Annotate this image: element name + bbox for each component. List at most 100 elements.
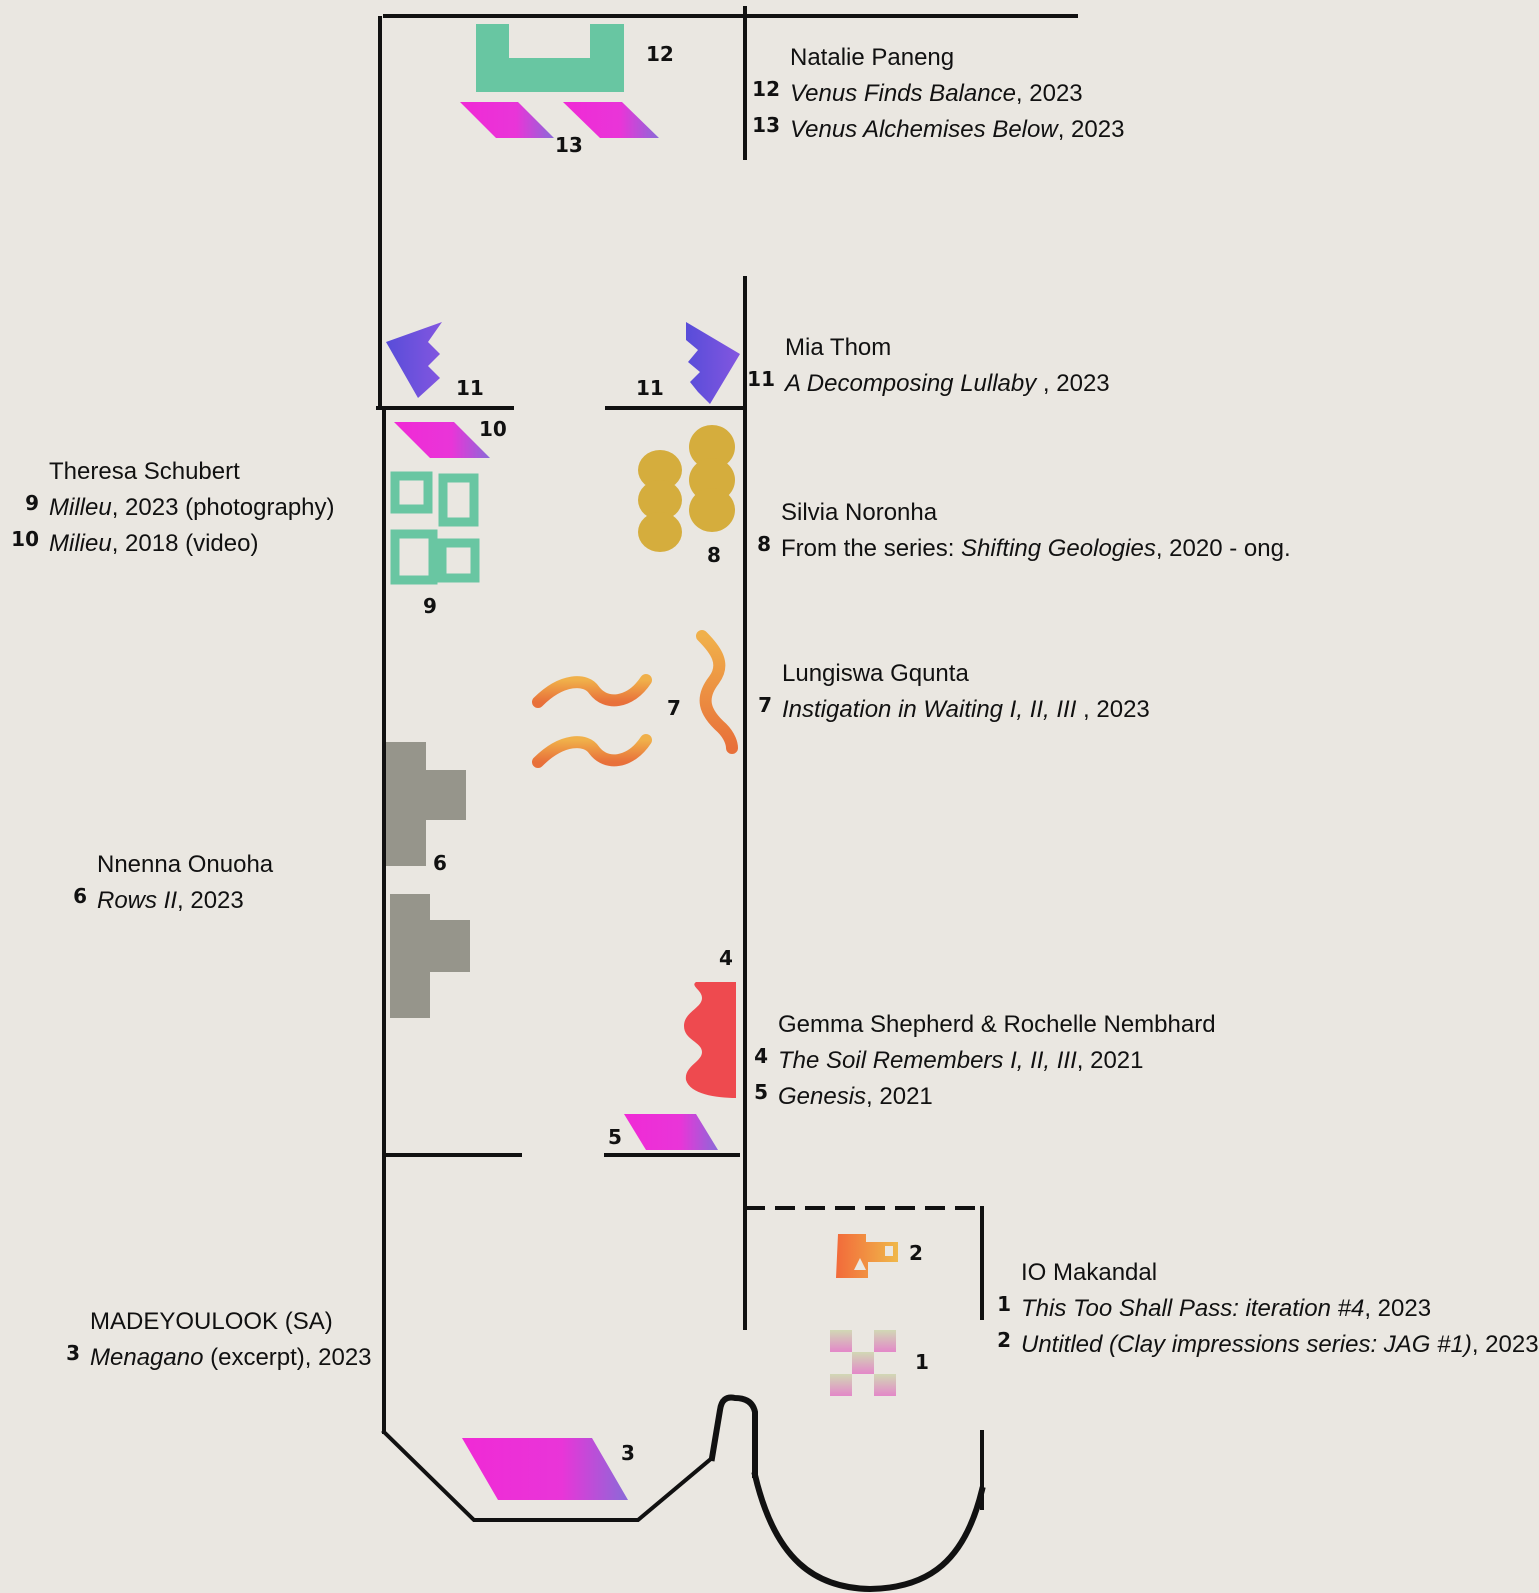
- artwork-number: 2: [997, 1328, 1011, 1352]
- artist-name: Natalie Paneng: [790, 44, 955, 71]
- checker-pattern-icon: [830, 1330, 896, 1396]
- blue-zigzag-icon: [386, 322, 442, 398]
- orange-squiggle-icon: [532, 630, 738, 768]
- green-u-shape-icon: [476, 24, 624, 92]
- artwork-number: 13: [752, 113, 780, 137]
- artwork-prefix: From the series:: [781, 535, 962, 562]
- artwork-number-8: 8: [707, 543, 721, 567]
- artwork-title: This Too Shall Pass: iteration #4: [1021, 1295, 1365, 1322]
- artwork-title: Rows II: [97, 887, 178, 914]
- artist-name: Nnenna Onuoha: [97, 851, 274, 878]
- caption-gemma-shepherd-rochelle-nembhard: Gemma Shepherd & Rochelle Nembhard 4 The …: [754, 1007, 1216, 1115]
- artwork-number: 8: [757, 532, 771, 556]
- artwork-entry: 12 Venus Finds Balance, 2023: [752, 76, 1124, 112]
- artwork-title: Venus Finds Balance: [790, 80, 1016, 107]
- artwork-number: 11: [747, 367, 775, 391]
- artwork-number-1: 1: [915, 1350, 929, 1374]
- artwork-number-11: 11: [636, 376, 664, 400]
- artwork-number: 7: [758, 693, 772, 717]
- artwork-title: Untitled (Clay impressions series: JAG #…: [1021, 1331, 1472, 1358]
- caption-io-makandal: IO Makandal 1 This Too Shall Pass: iterat…: [997, 1255, 1539, 1363]
- magenta-parallelogram-icon: [394, 422, 490, 458]
- wall-bottom-angled: [381, 1429, 715, 1522]
- artwork-details: , 2021: [866, 1083, 933, 1110]
- artwork-entry: 10 Milieu, 2018 (video): [11, 526, 335, 562]
- artwork-title: Genesis: [778, 1083, 867, 1110]
- artwork-details: , 2023: [1471, 1331, 1539, 1358]
- artwork-title: Venus Alchemises Below: [790, 116, 1058, 143]
- artwork-details: , 2023: [1076, 696, 1150, 723]
- artwork-number-5: 5: [608, 1125, 622, 1149]
- artwork-number-12: 12: [646, 42, 674, 66]
- artwork-number: 3: [66, 1341, 80, 1365]
- ochre-blob-icon: [638, 425, 735, 552]
- artist-name: Silvia Noronha: [781, 499, 938, 526]
- artist-name: IO Makandal: [1021, 1259, 1158, 1286]
- artwork-entry: 4 The Soil Remembers I, II, III, 2021: [754, 1043, 1216, 1079]
- artwork-entry: 5 Genesis, 2021: [754, 1079, 1216, 1115]
- artwork-entry: 1 This Too Shall Pass: iteration #4, 2023: [997, 1291, 1539, 1327]
- grey-cross-icon: [386, 742, 470, 1018]
- artwork-title: Shifting Geologies: [961, 535, 1156, 562]
- green-square-icon: [390, 471, 480, 585]
- artwork-number: 12: [752, 77, 780, 101]
- artist-name: Lungiswa Gqunta: [782, 660, 969, 687]
- artwork-details: , 2018 (video): [111, 530, 259, 557]
- artwork-entry: 3 Menagano (excerpt), 2023: [66, 1340, 372, 1376]
- artwork-number-2: 2: [909, 1241, 923, 1265]
- magenta-parallelogram-icon: [460, 102, 554, 138]
- red-wave-icon: [684, 982, 736, 1098]
- artwork-entry: 8 From the series: Shifting Geologies, 20…: [757, 531, 1291, 567]
- artwork-number: 6: [73, 884, 87, 908]
- artwork-number-10: 10: [479, 417, 507, 441]
- artwork-title: Menagano: [90, 1344, 204, 1371]
- artwork-number-9: 9: [423, 594, 437, 618]
- artwork-title: Instigation in Waiting I, II, III: [782, 696, 1077, 723]
- walls: [376, 6, 1078, 1593]
- artwork-details: , 2023: [1364, 1295, 1432, 1322]
- artwork-number-11: 11: [456, 376, 484, 400]
- artwork-details: , 2023: [1015, 80, 1083, 107]
- artwork-details: (excerpt), 2023: [203, 1344, 372, 1371]
- artwork-entry: 7 Instigation in Waiting I, II, III , 202…: [758, 692, 1150, 728]
- magenta-parallelogram-icon: [563, 102, 659, 138]
- artwork-number: 9: [25, 491, 39, 515]
- artwork-details: , 2023: [1036, 370, 1110, 397]
- artwork-details: , 2020 - ong.: [1155, 535, 1291, 562]
- caption-silvia-noronha: Silvia Noronha 8 From the series: Shiftin…: [757, 495, 1291, 567]
- artwork-number-4: 4: [719, 946, 733, 970]
- artist-name: MADEYOULOOK (SA): [90, 1308, 333, 1335]
- caption-nnenna-onuoha: Nnenna Onuoha 6 Rows II, 2023: [73, 847, 274, 919]
- magenta-parallelogram-icon: [624, 1114, 718, 1150]
- caption-madeyoulook: MADEYOULOOK (SA) 3 Menagano (excerpt), 20…: [66, 1304, 372, 1376]
- artwork-number-7: 7: [667, 696, 681, 720]
- artwork-number: 10: [11, 527, 39, 551]
- artwork-number-6: 6: [433, 851, 447, 875]
- artwork-number: 1: [997, 1292, 1011, 1316]
- caption-natalie-paneng: Natalie Paneng 12 Venus Finds Balance, 20…: [752, 40, 1124, 148]
- artist-name: Gemma Shepherd & Rochelle Nembhard: [778, 1011, 1216, 1038]
- artwork-entry: 2 Untitled (Clay impressions series: JAG …: [997, 1327, 1539, 1363]
- artwork-title: The Soil Remembers I, II, III: [778, 1047, 1077, 1074]
- artwork-title: A Decomposing Lullaby: [785, 370, 1037, 397]
- artwork-entry: 11 A Decomposing Lullaby , 2023: [747, 366, 1110, 402]
- wall-pillar: [708, 1394, 758, 1478]
- artwork-number-13: 13: [555, 133, 583, 157]
- caption-lungiswa-gqunta: Lungiswa Gqunta 7 Instigation in Waiting …: [758, 656, 1150, 728]
- artwork-details: , 2023: [177, 887, 244, 914]
- artist-name: Theresa Schubert: [49, 458, 240, 485]
- artwork-title: Milleu: [49, 494, 112, 521]
- artwork-details: , 2021: [1076, 1047, 1144, 1074]
- orange-block-icon: [836, 1234, 898, 1278]
- artwork-entry: 6 Rows II, 2023: [73, 883, 273, 919]
- artwork-title: Milieu: [49, 530, 112, 557]
- artist-name: Mia Thom: [785, 334, 892, 361]
- wall-curve: [751, 1471, 986, 1593]
- caption-mia-thom: Mia Thom 11 A Decomposing Lullaby , 2023: [747, 330, 1110, 402]
- artwork-number: 5: [754, 1080, 768, 1104]
- artwork-number: 4: [754, 1044, 768, 1068]
